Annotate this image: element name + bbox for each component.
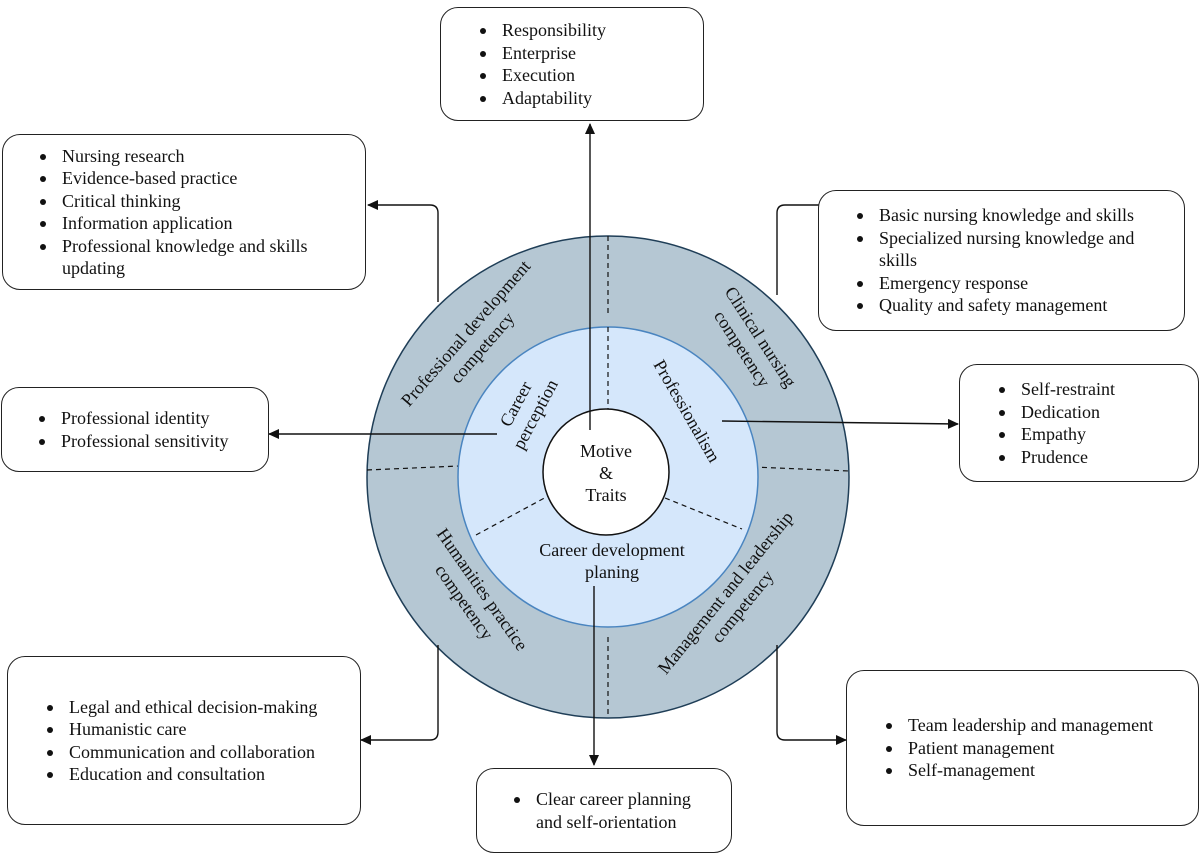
inner-divider-right	[664, 497, 743, 530]
list-item: Evidence-based practice	[40, 167, 352, 190]
list-item: Enterprise	[479, 42, 606, 65]
career-perception-box: Professional identity Professional sensi…	[1, 387, 269, 472]
list-item: Humanistic care	[46, 718, 317, 741]
center-label-traits: Traits	[585, 485, 626, 505]
list-item: Team leadership and management	[885, 715, 1154, 736]
professionalism-box: Self-restraint Dedication Empathy Pruden…	[959, 364, 1199, 482]
list-item: Professional knowledge and skills updati…	[40, 235, 352, 280]
center-circle	[542, 408, 670, 536]
list-item: Professional sensitivity	[39, 430, 229, 451]
list-item: Emergency response	[857, 272, 1169, 295]
clinical-nursing-box: Basic nursing knowledge and skills Speci…	[818, 190, 1185, 331]
list-item: Information application	[40, 212, 352, 235]
list-item: Empathy	[999, 423, 1115, 446]
center-label-motive: Motive	[580, 441, 632, 461]
arrow-to-professionalism-box	[721, 418, 959, 429]
humanities-practice-box: Legal and ethical decision-making Humani…	[7, 656, 361, 825]
outer-divider-left	[366, 465, 460, 471]
list-item: Critical thinking	[40, 190, 352, 213]
motive-traits-box: Responsibility Enterprise Execution Adap…	[440, 7, 704, 121]
arrow-to-humanities-box	[360, 645, 439, 745]
arrow-to-professional-development-box	[367, 200, 439, 302]
list-item: Education and consultation	[46, 763, 317, 786]
list-item: Specialized nursing knowledge and skills	[857, 227, 1169, 272]
list-item: Execution	[479, 64, 606, 87]
career-development-box: Clear career planning and self-orientati…	[476, 768, 732, 853]
list-item: Basic nursing knowledge and skills	[857, 204, 1169, 227]
center-label-amp: &	[599, 463, 613, 483]
list-item: Self-management	[885, 759, 1153, 782]
list-item: Professional identity	[39, 407, 229, 430]
career-development-label-2: planing	[585, 562, 639, 582]
management-leadership-box: Team leadership and management Patient m…	[846, 670, 1199, 826]
list-item: Adaptability	[479, 87, 606, 110]
list-item: Patient management	[885, 737, 1153, 760]
list-item: Legal and ethical decision-making	[46, 696, 318, 717]
list-item: Communication and collaboration	[46, 741, 317, 764]
list-item: Self-restraint	[999, 379, 1115, 399]
career-development-label-1: Career development	[539, 540, 684, 560]
list-item: Nursing research	[40, 145, 352, 168]
list-item: Responsibility	[479, 20, 607, 40]
list-item: Clear career planning and self-orientati…	[514, 788, 716, 833]
list-item: Dedication	[999, 401, 1115, 424]
outer-divider-right	[752, 466, 850, 472]
professional-development-box: Nursing research Evidence-based practice…	[2, 134, 366, 290]
list-item: Prudence	[999, 446, 1115, 469]
arrow-to-management-box	[776, 645, 847, 745]
list-item: Quality and safety management	[857, 294, 1169, 317]
connector-to-clinical-nursing-box	[776, 204, 820, 295]
